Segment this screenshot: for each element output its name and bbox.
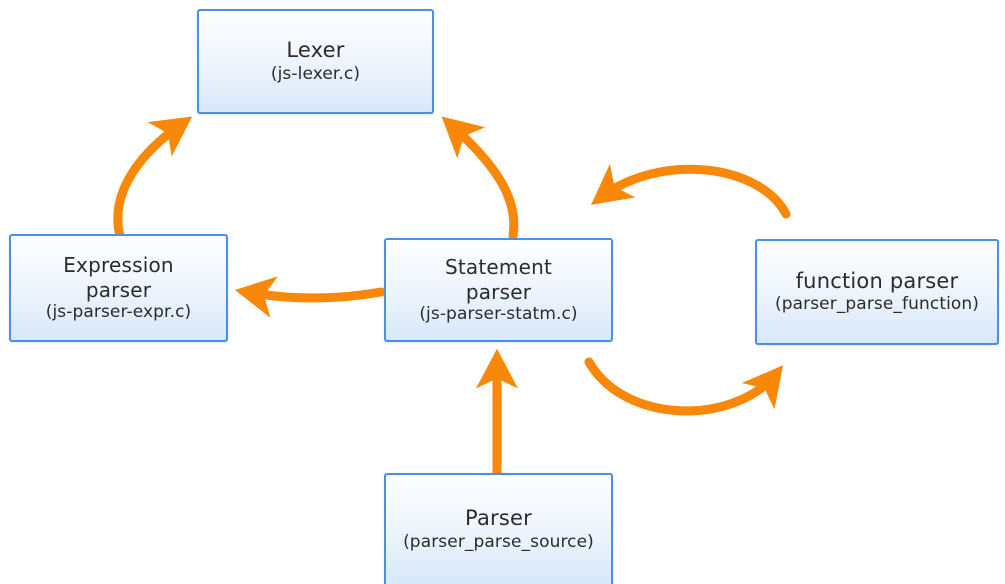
- edge-statement-to-function: [584, 357, 784, 416]
- node-statement-parser-title-line1: Statement: [444, 255, 553, 280]
- node-statement-parser-subtitle: (js-parser-statm.c): [419, 304, 578, 325]
- node-parser-subtitle: (parser_parse_source): [403, 531, 594, 552]
- node-expression-parser[interactable]: Expression parser (js-parser-expr.c): [9, 234, 228, 342]
- node-expression-parser-title-line2: parser: [85, 277, 152, 302]
- node-function-parser[interactable]: function parser (parser_parse_function): [755, 239, 999, 345]
- edge-statement-to-expression: [234, 276, 386, 318]
- node-lexer-title: Lexer: [286, 38, 345, 63]
- node-expression-parser-subtitle: (js-parser-expr.c): [45, 302, 192, 323]
- node-parser[interactable]: Parser (parser_parse_source): [384, 473, 613, 584]
- node-expression-parser-title-line1: Expression: [63, 253, 174, 278]
- node-statement-parser-title-line2: parser: [465, 279, 532, 304]
- edge-expression-to-lexer: [113, 116, 193, 241]
- node-lexer-subtitle: (js-lexer.c): [270, 63, 361, 84]
- node-lexer[interactable]: Lexer (js-lexer.c): [197, 9, 434, 114]
- node-function-parser-title: function parser: [795, 268, 959, 293]
- node-statement-parser[interactable]: Statement parser (js-parser-statm.c): [384, 238, 613, 342]
- edge-statement-to-lexer: [441, 116, 519, 241]
- edge-function-to-statement: [591, 164, 791, 219]
- node-parser-title: Parser: [465, 506, 532, 531]
- node-function-parser-subtitle: (parser_parse_function): [774, 294, 980, 315]
